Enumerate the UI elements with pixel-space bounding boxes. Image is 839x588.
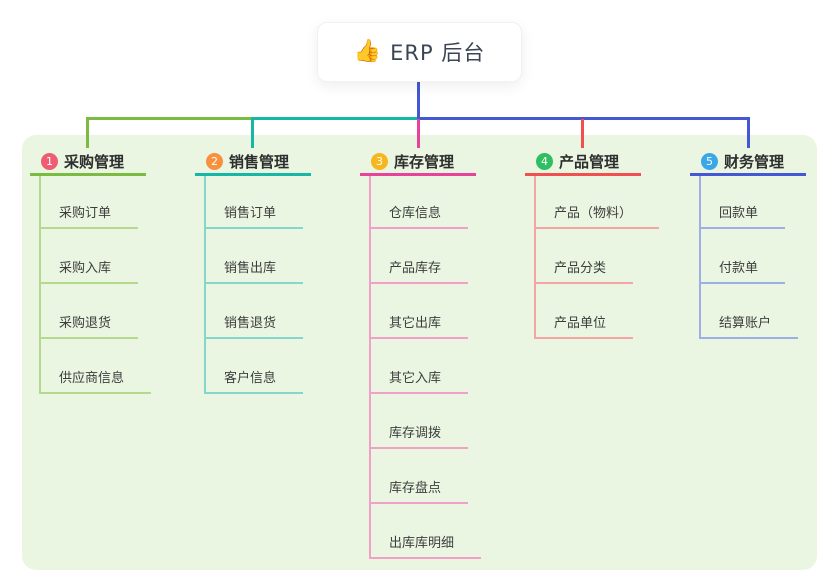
- child-node-label: 库存调拨: [389, 426, 442, 441]
- connector-line: [417, 119, 420, 148]
- connector-line: [581, 119, 584, 148]
- branch-label: 采购管理: [64, 153, 125, 171]
- child-node[interactable]: 结算账户: [701, 284, 799, 339]
- child-node[interactable]: 库存盘点: [371, 449, 469, 504]
- branch-label: 产品管理: [559, 153, 620, 171]
- child-node-label: 其它入库: [389, 371, 442, 386]
- child-node[interactable]: 产品库存: [371, 229, 469, 284]
- branch-children: 销售订单销售出库销售退货客户信息: [204, 176, 355, 394]
- child-node[interactable]: 库存调拨: [371, 394, 469, 449]
- child-node[interactable]: 出库库明细: [371, 504, 482, 559]
- branch-column: 4 产品管理产品（物料） 产品分类产品单位: [525, 150, 685, 339]
- branch-label: 库存管理: [394, 153, 455, 171]
- branch-node[interactable]: 1 采购管理: [30, 150, 146, 176]
- branch-number-badge: 2: [206, 153, 223, 170]
- branch-number-badge: 1: [41, 153, 58, 170]
- branch-column: 3 库存管理仓库信息产品库存其它出库其它入库库存调拨库存盘点出库库明细: [360, 150, 520, 559]
- child-node[interactable]: 产品（物料）: [536, 176, 660, 229]
- root-label: ERP 后台: [390, 41, 486, 65]
- child-node-label: 库存盘点: [389, 481, 442, 496]
- child-node[interactable]: 产品单位: [536, 284, 634, 339]
- child-node[interactable]: 仓库信息: [371, 176, 469, 229]
- branch-node[interactable]: 4 产品管理: [525, 150, 641, 176]
- child-node[interactable]: 采购退货: [41, 284, 139, 339]
- child-node-label: 结算账户: [719, 316, 772, 331]
- child-node-label: 销售退货: [224, 316, 277, 331]
- child-node-label: 销售订单: [224, 206, 277, 221]
- child-node-label: 销售出库: [224, 261, 277, 276]
- connector-line: [747, 119, 750, 148]
- child-node[interactable]: 其它入库: [371, 339, 469, 394]
- child-node-label: 仓库信息: [389, 206, 442, 221]
- branch-node[interactable]: 5 财务管理: [690, 150, 806, 176]
- child-node[interactable]: 采购订单: [41, 176, 139, 229]
- connector-line: [251, 117, 420, 120]
- branch-number-badge: 3: [371, 153, 388, 170]
- branch-children: 采购订单采购入库采购退货供应商信息: [39, 176, 190, 394]
- child-node[interactable]: 客户信息: [206, 339, 304, 394]
- child-node-label: 回款单: [719, 206, 759, 221]
- child-node-label: 采购订单: [59, 206, 112, 221]
- connector-line: [417, 117, 750, 120]
- branch-panel: [22, 135, 817, 570]
- child-node-label: 采购入库: [59, 261, 112, 276]
- branch-children: 回款单付款单结算账户: [699, 176, 839, 339]
- child-node[interactable]: 产品分类: [536, 229, 634, 284]
- connector-line: [417, 82, 420, 120]
- branch-children: 产品（物料） 产品分类产品单位: [534, 176, 685, 339]
- branch-column: 1 采购管理采购订单采购入库采购退货供应商信息: [30, 150, 190, 394]
- branch-column: 2 销售管理销售订单销售出库销售退货客户信息: [195, 150, 355, 394]
- thumbs-up-icon: 👍: [353, 39, 382, 64]
- child-node-label: 出库库明细: [389, 536, 455, 551]
- child-node-label: 供应商信息: [59, 371, 125, 386]
- branch-column: 5 财务管理回款单付款单结算账户: [690, 150, 839, 339]
- child-node-label: 客户信息: [224, 371, 277, 386]
- branch-children: 仓库信息产品库存其它出库其它入库库存调拨库存盘点出库库明细: [369, 176, 520, 559]
- root-node[interactable]: 👍 ERP 后台: [317, 22, 522, 82]
- connector-line: [86, 119, 89, 148]
- connector-line: [251, 119, 254, 148]
- child-node-label: 产品库存: [389, 261, 442, 276]
- child-node[interactable]: 采购入库: [41, 229, 139, 284]
- child-node[interactable]: 销售退货: [206, 284, 304, 339]
- child-node[interactable]: 销售出库: [206, 229, 304, 284]
- child-node[interactable]: 销售订单: [206, 176, 304, 229]
- branch-label: 销售管理: [229, 153, 290, 171]
- branch-number-badge: 4: [536, 153, 553, 170]
- child-node-label: 产品单位: [554, 316, 607, 331]
- child-node-label: 其它出库: [389, 316, 442, 331]
- branch-label: 财务管理: [724, 153, 785, 171]
- child-node-label: 付款单: [719, 261, 759, 276]
- branch-node[interactable]: 2 销售管理: [195, 150, 311, 176]
- child-node[interactable]: 供应商信息: [41, 339, 152, 394]
- child-node-label: 产品（物料）: [554, 206, 633, 221]
- child-node[interactable]: 其它出库: [371, 284, 469, 339]
- child-node-label: 采购退货: [59, 316, 112, 331]
- branch-number-badge: 5: [701, 153, 718, 170]
- child-node[interactable]: 付款单: [701, 229, 786, 284]
- connector-line: [86, 117, 254, 120]
- child-node[interactable]: 回款单: [701, 176, 786, 229]
- child-node-label: 产品分类: [554, 261, 607, 276]
- branch-node[interactable]: 3 库存管理: [360, 150, 476, 176]
